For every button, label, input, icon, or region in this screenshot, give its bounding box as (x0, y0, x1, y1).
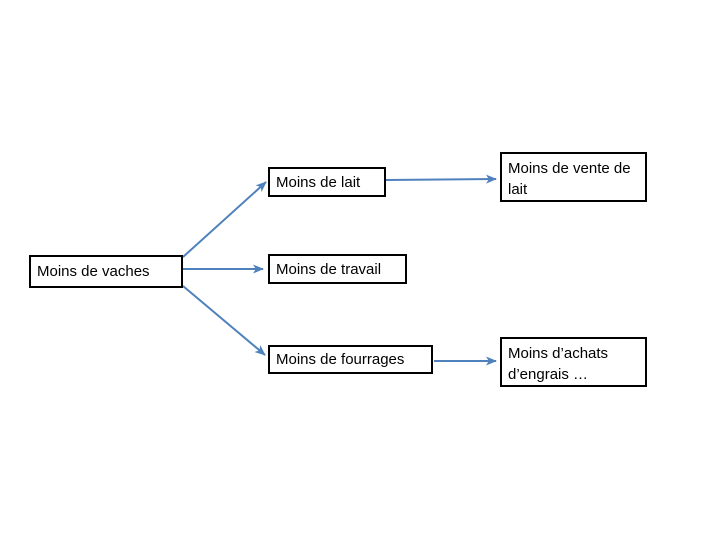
node-moins-de-lait: Moins de lait (268, 167, 386, 197)
node-moins-de-vaches: Moins de vaches (29, 255, 183, 288)
node-moins-d-achats-d-engrais: Moins d’achats d’engrais … (500, 337, 647, 387)
node-label: Moins de lait (276, 173, 361, 191)
arrow-vaches-to-fourrages (182, 285, 266, 356)
node-label: Moins de fourrages (276, 351, 405, 368)
node-label: Moins de vente de lait (508, 160, 631, 198)
arrow-lait-to-vente (385, 174, 497, 184)
node-label: Moins de travail (276, 260, 382, 278)
node-label: Moins de vaches (37, 263, 150, 280)
arrow-vaches-to-lait (182, 181, 267, 258)
node-label: Moins d’achats d’engrais … (508, 345, 609, 383)
node-moins-de-travail: Moins de travail (268, 254, 407, 284)
node-moins-de-fourrages: Moins de fourrages (268, 345, 433, 374)
node-moins-de-vente-de-lait: Moins de vente de lait (500, 152, 647, 202)
